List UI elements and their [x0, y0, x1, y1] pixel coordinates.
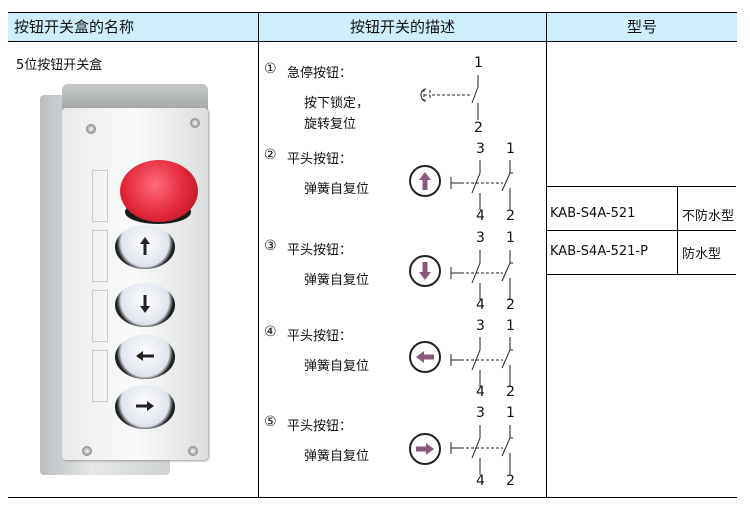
terminal-label: 1: [506, 405, 515, 421]
screw-icon: [86, 124, 96, 134]
terminal-label: 1: [506, 141, 515, 157]
push-button-down: [115, 283, 175, 327]
terminal-label: 3: [476, 230, 485, 246]
terminal-label: 4: [476, 297, 485, 313]
contact-symbol: [450, 250, 513, 300]
item-desc: 弹簧自复位: [304, 273, 370, 288]
push-button-left: [115, 335, 175, 379]
terminal-label: 1: [506, 318, 515, 334]
model-row-border-bottom: [547, 274, 736, 275]
terminal-label: 1: [506, 230, 515, 246]
header-cell-name: 按钮开关盒的名称: [8, 13, 258, 41]
estop-contact-symbol: [420, 75, 479, 120]
right-arrow-icon: [409, 433, 441, 465]
terminal-label: 3: [476, 141, 485, 157]
header-label-name: 按钮开关盒的名称: [14, 18, 135, 36]
column-divider-2: [546, 12, 547, 498]
label-slot: [92, 170, 108, 222]
model-code: KAB-S4A-521: [550, 206, 636, 221]
terminal-label: 2: [506, 473, 515, 489]
terminal-label: 2: [474, 120, 483, 136]
item-index: ①: [264, 61, 277, 77]
header-bottom-border: [8, 41, 737, 42]
item-title: 平头按钮：: [287, 419, 353, 434]
terminal-label: 2: [506, 208, 515, 224]
item-index: ④: [264, 324, 277, 340]
item-desc: 弹簧自复位: [304, 182, 370, 197]
contact-symbol: [450, 425, 513, 475]
terminal-label: 4: [476, 384, 485, 400]
table-top-border: [8, 12, 737, 13]
down-arrow-icon: [409, 255, 441, 287]
terminal-label: 2: [506, 297, 515, 313]
terminal-label: 4: [476, 473, 485, 489]
label-slot: [92, 350, 108, 402]
item-title: 平头按钮：: [287, 329, 353, 344]
terminal-label: 4: [476, 208, 485, 224]
up-arrow-icon: [409, 165, 441, 197]
terminal-label: 3: [476, 318, 485, 334]
item-desc: 弹簧自复位: [304, 449, 370, 464]
item-desc: 旋转复位: [304, 117, 357, 132]
model-row-border-top: [547, 186, 736, 187]
header-cell-description: 按钮开关的描述: [259, 13, 546, 41]
model-inner-divider: [677, 186, 678, 274]
contact-symbol: [450, 337, 513, 387]
item-desc: 弹簧自复位: [304, 359, 370, 374]
terminal-label: 3: [476, 405, 485, 421]
contact-symbol: [450, 160, 513, 210]
item-index: ②: [264, 147, 277, 163]
screw-icon: [190, 118, 200, 128]
header-label-model: 型号: [626, 18, 657, 36]
item-title: 平头按钮：: [287, 243, 353, 258]
item-index: ⑤: [264, 414, 277, 430]
item-title: 平头按钮：: [287, 152, 353, 167]
model-row-border-mid: [547, 230, 736, 231]
screw-icon: [188, 446, 198, 456]
emergency-stop-button: [120, 160, 198, 222]
push-button-up: [115, 225, 175, 269]
item-desc: 按下锁定，: [304, 96, 370, 111]
item-title: 急停按钮：: [287, 66, 353, 81]
label-slot: [92, 230, 108, 282]
push-button-right: [115, 385, 175, 429]
model-type: 不防水型: [682, 209, 735, 224]
terminal-label: 2: [506, 384, 515, 400]
header-label-description: 按钮开关的描述: [349, 18, 455, 36]
header-cell-model: 型号: [547, 13, 737, 41]
model-code: KAB-S4A-521-P: [550, 244, 648, 259]
screw-icon: [82, 446, 92, 456]
product-name: 5位按钮开关盒: [16, 58, 103, 73]
column-divider-1: [258, 12, 259, 498]
table-bottom-border: [8, 497, 737, 498]
item-index: ③: [264, 238, 277, 254]
left-arrow-icon: [409, 341, 441, 373]
model-type: 防水型: [682, 247, 722, 262]
terminal-label: 1: [474, 55, 483, 71]
label-slot: [92, 290, 108, 342]
